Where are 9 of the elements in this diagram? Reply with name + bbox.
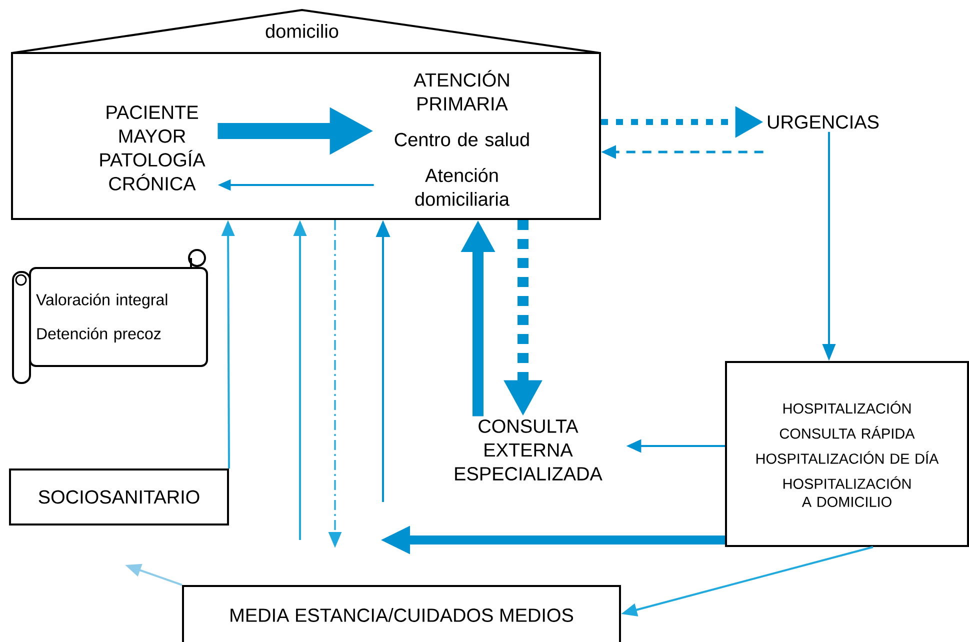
node-text: PACIENTE MAYOR PATOLOGÍA CRÓNICA <box>100 106 206 190</box>
process-box: MEDIA ESTANCIA/CUIDADOS MEDIOS <box>182 584 621 642</box>
scroll-box: Valoración integral Detención precoz <box>12 248 208 384</box>
node-text: URGENCIAS <box>768 115 879 129</box>
node-label: domicilio <box>266 24 338 38</box>
process-box: SOCIOSANITARIO <box>9 468 229 526</box>
node-text: ATENCIÓN PRIMARIA Centro de salud Atención domiciliaria <box>394 70 529 206</box>
process-box: HOSPITALIZACIÓN CONSULTA RÁPIDA HOSPITALIZACIÓN DE DÍA HOSPITALIZACIÓN A DOMICILIO <box>725 360 969 547</box>
node-text: CONSULTA EXTERNA ESPECIALIZADA <box>455 419 602 481</box>
